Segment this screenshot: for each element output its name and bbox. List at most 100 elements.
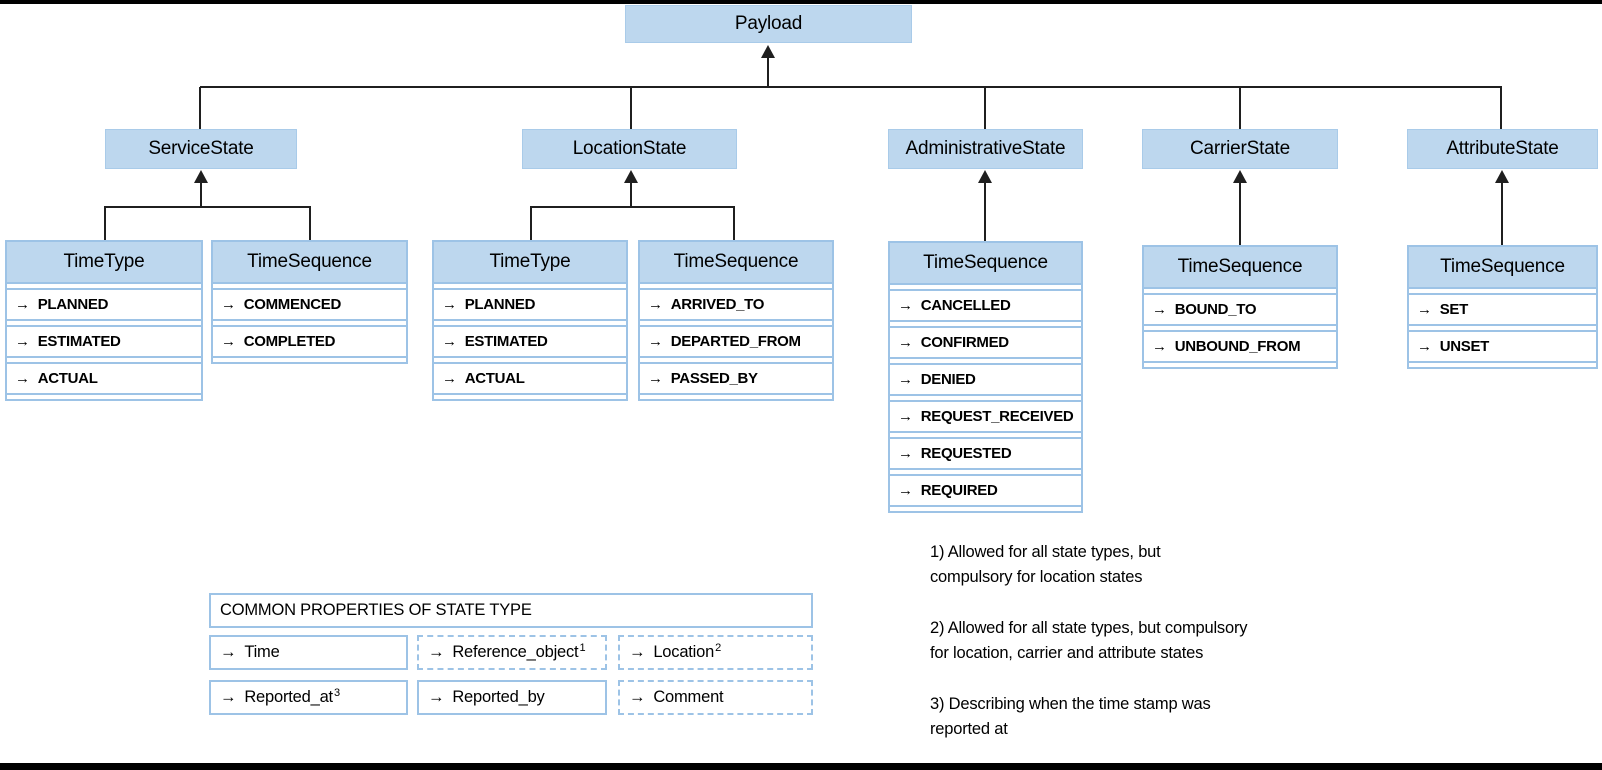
- connector-line: [200, 182, 202, 207]
- property-label: Reported_by: [452, 688, 545, 706]
- enum-row: →CANCELLED: [890, 289, 1081, 322]
- connector-line: [984, 87, 986, 129]
- property-label: Reference_object: [452, 643, 579, 661]
- state-box-servicestate: ServiceState: [105, 129, 297, 169]
- arrow-right-icon: →: [898, 297, 913, 314]
- enum-row: → PLANNED: [434, 288, 626, 321]
- arrowhead-up-icon: [761, 45, 775, 58]
- enum-value: DEPARTED_FROM: [670, 333, 801, 350]
- enum-value: COMPLETED: [243, 333, 336, 350]
- footnote-2: 2) Allowed for all state types, but comp…: [930, 619, 1248, 662]
- enum-value: REQUIRED: [920, 482, 998, 499]
- state-box-administrativestate: AdministrativeState: [888, 129, 1083, 169]
- arrow-right-icon: →: [898, 445, 913, 462]
- enum-box-title: TimeSequence: [213, 242, 406, 284]
- enum-row: → DEPARTED_FROM: [640, 325, 832, 358]
- enum-box-timesequence: TimeSequence → COMMENCED →COMPLETED: [211, 240, 408, 364]
- property-superscript: 2: [715, 641, 722, 654]
- connector-line: [1501, 182, 1503, 245]
- arrow-right-icon: →: [15, 370, 30, 387]
- enum-row: → ARRIVED_TO: [640, 288, 832, 321]
- enum-value: CONFIRMED: [920, 334, 1009, 351]
- arrow-right-icon: →: [898, 371, 913, 388]
- enum-box-title: TimeType: [434, 242, 626, 284]
- connector-line: [199, 87, 201, 129]
- enum-value: PLANNED: [464, 296, 536, 313]
- enum-row: → UNBOUND_FROM: [1144, 330, 1336, 363]
- enum-row: → CONFIRMED: [890, 326, 1081, 359]
- arrow-right-icon: →: [1152, 338, 1167, 355]
- arrow-right-icon: →: [629, 688, 646, 706]
- footnotes: 1) Allowed for all state types, but comp…: [930, 540, 1360, 768]
- arrow-right-icon: →: [442, 296, 457, 313]
- enum-value: ESTIMATED: [37, 333, 121, 350]
- connector-line: [530, 206, 735, 208]
- property-cell-reported-by: →Reported_by: [417, 680, 607, 715]
- connector-line: [1239, 182, 1241, 245]
- enum-row: → DENIED: [890, 363, 1081, 396]
- enum-row: → PASSED_BY: [640, 362, 832, 395]
- arrow-right-icon: →: [898, 408, 913, 425]
- connector-line: [1500, 87, 1502, 129]
- enum-value: COMMENCED: [243, 296, 342, 313]
- enum-box-timesequence: TimeSequence →SET →UNSET: [1407, 245, 1598, 369]
- enum-row: →UNSET: [1409, 330, 1596, 363]
- enum-value: ACTUAL: [464, 370, 525, 387]
- property-cell-comment: →Comment: [618, 680, 813, 715]
- arrow-right-icon: →: [898, 334, 913, 351]
- enum-value: ARRIVED_TO: [670, 296, 765, 313]
- enum-value: ACTUAL: [37, 370, 98, 387]
- enum-box-timesequence: TimeSequence →ARRIVED_TO →DEPARTED_FROM …: [638, 240, 834, 401]
- enum-row: → PLANNED: [7, 288, 201, 321]
- property-label: Time: [244, 643, 280, 661]
- connector-line: [733, 207, 735, 240]
- connector-line: [984, 182, 986, 241]
- arrow-right-icon: →: [648, 370, 663, 387]
- arrowhead-up-icon: [1233, 170, 1247, 183]
- connector-line: [104, 206, 311, 208]
- arrowhead-up-icon: [194, 170, 208, 183]
- arrow-right-icon: →: [1152, 301, 1167, 318]
- arrow-right-icon: →: [442, 333, 457, 350]
- enum-box-timesequence: TimeSequence →BOUND_TO →UNBOUND_FROM: [1142, 245, 1338, 369]
- enum-box-title: TimeSequence: [640, 242, 832, 284]
- arrow-right-icon: →: [221, 296, 236, 313]
- top-border-bar: [0, 0, 1602, 4]
- arrow-right-icon: →: [428, 643, 445, 661]
- enum-row: →SET: [1409, 293, 1596, 326]
- connector-line: [1239, 87, 1241, 129]
- connector-line: [630, 87, 632, 129]
- state-box-attributestate: AttributeState: [1407, 129, 1598, 169]
- enum-value: DENIED: [920, 371, 976, 388]
- arrowhead-up-icon: [978, 170, 992, 183]
- enum-row: →REQUEST_RECEIVED: [890, 400, 1081, 433]
- payload-box: Payload: [625, 5, 912, 43]
- enum-row: →REQUIRED: [890, 474, 1081, 507]
- enum-value: PLANNED: [37, 296, 109, 313]
- state-box-locationstate: LocationState: [522, 129, 737, 169]
- enum-value: REQUESTED: [920, 445, 1012, 462]
- connector-line: [630, 182, 632, 207]
- arrow-right-icon: →: [1417, 301, 1432, 318]
- enum-value: UNBOUND_FROM: [1174, 338, 1301, 355]
- enum-value: UNSET: [1439, 338, 1490, 355]
- enum-row: →COMPLETED: [213, 325, 406, 358]
- property-label: Location: [653, 643, 715, 661]
- enum-box-title: TimeSequence: [1409, 247, 1596, 289]
- footnote-3: 3) Describing when the time stamp was re…: [930, 695, 1211, 738]
- enum-row: →ACTUAL: [434, 362, 626, 395]
- arrowhead-up-icon: [624, 170, 638, 183]
- enum-row: → REQUESTED: [890, 437, 1081, 470]
- arrow-right-icon: →: [648, 333, 663, 350]
- property-superscript: 1: [579, 641, 586, 654]
- connector-line: [200, 86, 1502, 88]
- arrow-right-icon: →: [648, 296, 663, 313]
- property-label: Reported_at: [244, 688, 333, 706]
- enum-box-timetype: TimeType →PLANNED →ESTIMATED →ACTUAL: [432, 240, 628, 401]
- enum-value: PASSED_BY: [670, 370, 758, 387]
- arrow-right-icon: →: [15, 296, 30, 313]
- arrowhead-up-icon: [1495, 170, 1509, 183]
